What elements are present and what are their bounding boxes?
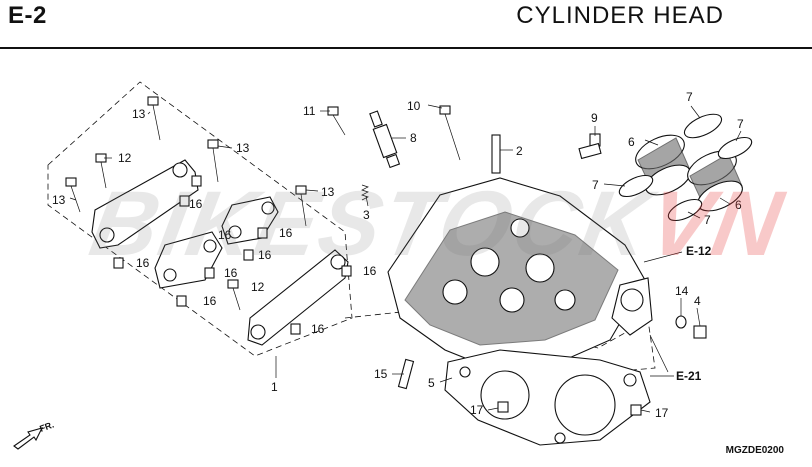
- callout-12a: 12: [118, 151, 132, 165]
- callout-7a: 7: [686, 90, 693, 104]
- callout-8: 8: [410, 131, 417, 145]
- spark-plug: [369, 110, 401, 169]
- intake-insulator: [687, 150, 743, 212]
- callout-16g: 16: [363, 264, 377, 278]
- sealing-washer: [675, 315, 687, 329]
- callout-16b: 16: [136, 256, 150, 270]
- head-dowel-pin: [497, 401, 509, 413]
- callout-1: 1: [271, 380, 278, 394]
- header-divider: [0, 47, 812, 49]
- callout-16a: 16: [189, 197, 203, 211]
- callout-12b: 12: [251, 280, 265, 294]
- callout-13b: 13: [236, 141, 250, 155]
- holder-bolt: [147, 96, 161, 141]
- callout-9: 9: [591, 111, 598, 125]
- callout-16f: 16: [203, 294, 217, 308]
- spring-pin: [361, 184, 369, 201]
- dowel-pin: [176, 295, 187, 307]
- holder-bolt: [207, 139, 219, 183]
- section-code: E-2: [8, 2, 47, 29]
- callout-14: 14: [675, 284, 689, 298]
- callout-11: 11: [303, 104, 316, 118]
- dowel-pin: [290, 323, 301, 335]
- head-dowel-pin: [630, 404, 642, 416]
- front-direction-arrow-icon: FR.: [13, 420, 55, 450]
- exhaust-stud: [397, 358, 415, 390]
- callout-16d: 16: [258, 248, 272, 262]
- cylinder-head: [387, 177, 653, 373]
- insulator-band: [618, 174, 654, 198]
- watermark: BIKESTOCKVN: [83, 173, 792, 275]
- callout-4: 4: [694, 294, 701, 308]
- dowel-pin: [179, 195, 190, 207]
- leader-lines: [69, 104, 742, 413]
- callout-10: 10: [407, 99, 421, 113]
- callout-13d: 13: [321, 185, 335, 199]
- dowel-pin: [243, 249, 254, 261]
- callout-7b: 7: [737, 117, 744, 131]
- callout-3: 3: [363, 208, 370, 222]
- callout-16e: 16: [224, 266, 238, 280]
- diagram-code: MGZDE0200: [725, 445, 784, 456]
- callout-5: 5: [428, 376, 435, 390]
- callout-15: 15: [374, 367, 388, 381]
- dowel-pin: [191, 175, 202, 187]
- callout-7d: 7: [704, 213, 711, 227]
- section-title: CYLINDER HEAD: [516, 2, 724, 29]
- callout-13c: 13: [52, 193, 66, 207]
- head-bolt: [327, 106, 346, 136]
- callout-6a: 6: [628, 135, 635, 149]
- front-direction-label: FR.: [38, 420, 55, 434]
- callout-16i: 16: [218, 228, 232, 242]
- dowel-pin: [204, 267, 215, 279]
- insulator-band: [667, 198, 703, 222]
- callout-16h: 16: [311, 322, 325, 336]
- holder-bolt: [227, 279, 241, 311]
- callout-17a: 17: [470, 403, 484, 417]
- insulator-band: [683, 113, 723, 139]
- head-bolt: [439, 105, 461, 161]
- reference-e21[interactable]: E-21: [676, 369, 702, 383]
- head-gasket: [444, 349, 651, 446]
- insulator-band: [717, 136, 753, 160]
- callout-6b: 6: [735, 198, 742, 212]
- dowel-pin: [257, 227, 268, 239]
- callout-17b: 17: [655, 406, 669, 420]
- callout-2: 2: [516, 144, 523, 158]
- callout-labels: 1 2 3 4 5 6 6 7 7 7 7 8 9 10 11 12 12 13…: [52, 90, 744, 420]
- holder-bolt: [65, 177, 81, 213]
- drain-bolt: [693, 325, 707, 339]
- callout-13a: 13: [132, 107, 146, 121]
- callout-7c: 7: [592, 178, 599, 192]
- reference-e12[interactable]: E-12: [686, 244, 712, 258]
- camshaft-holder: [91, 159, 199, 249]
- dowel-pin: [113, 257, 124, 269]
- dowel-pin: [341, 265, 352, 277]
- holder-group-outline: [47, 81, 353, 357]
- temperature-sensor: [578, 133, 602, 160]
- stud-bolt: [491, 134, 501, 174]
- callout-16c: 16: [279, 226, 293, 240]
